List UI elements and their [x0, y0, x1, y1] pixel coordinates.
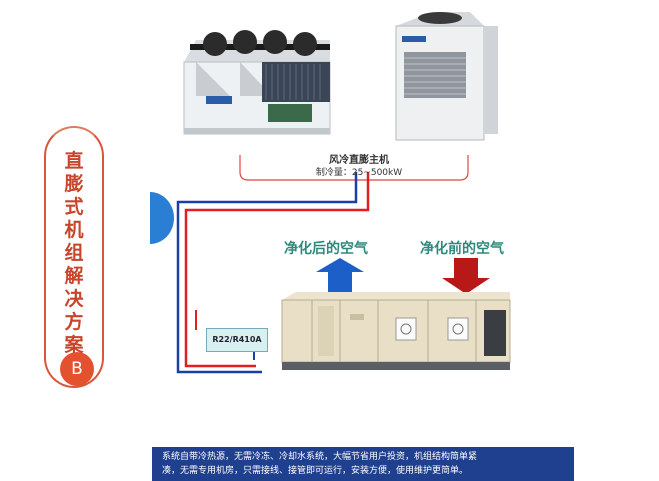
vertical-title: 直膨式机组解决方案 — [64, 150, 84, 356]
unit-label: 风冷直膨主机 制冷量：25~500kW — [294, 154, 424, 180]
clean-air-arrow — [316, 258, 364, 294]
footer-banner: 系统自带冷热源，无需冷冻、冷却水系统，大幅节省用户投资，机组结构简单紧 凑，无需… — [152, 447, 574, 481]
refrigerant-label: R22/R410A — [206, 328, 268, 352]
air-handling-unit — [281, 292, 511, 370]
air-after-label: 净化后的空气 — [284, 241, 368, 257]
pipe-red — [184, 172, 370, 368]
dirty-air-arrow — [442, 258, 490, 294]
unit-bracket — [239, 155, 469, 181]
pipe-blue — [176, 172, 358, 374]
unit-title: 风冷直膨主机 — [329, 155, 389, 166]
unit-capacity: 制冷量：25~500kW — [315, 168, 403, 178]
blue-tab-shape — [150, 192, 174, 244]
footer-line-2: 凑，无需专用机房，只需接线、接管即可运行，安装方便，使用维护更简单。 — [162, 466, 469, 476]
air-before-label: 净化前的空气 — [420, 241, 504, 257]
section-badge: B — [60, 352, 94, 386]
chiller-unit-tall — [395, 12, 498, 141]
chiller-unit-large — [183, 30, 331, 135]
title-pill — [44, 126, 104, 388]
footer-line-1: 系统自带冷热源，无需冷冻、冷却水系统，大幅节省用户投资，机组结构简单紧 — [162, 452, 478, 462]
